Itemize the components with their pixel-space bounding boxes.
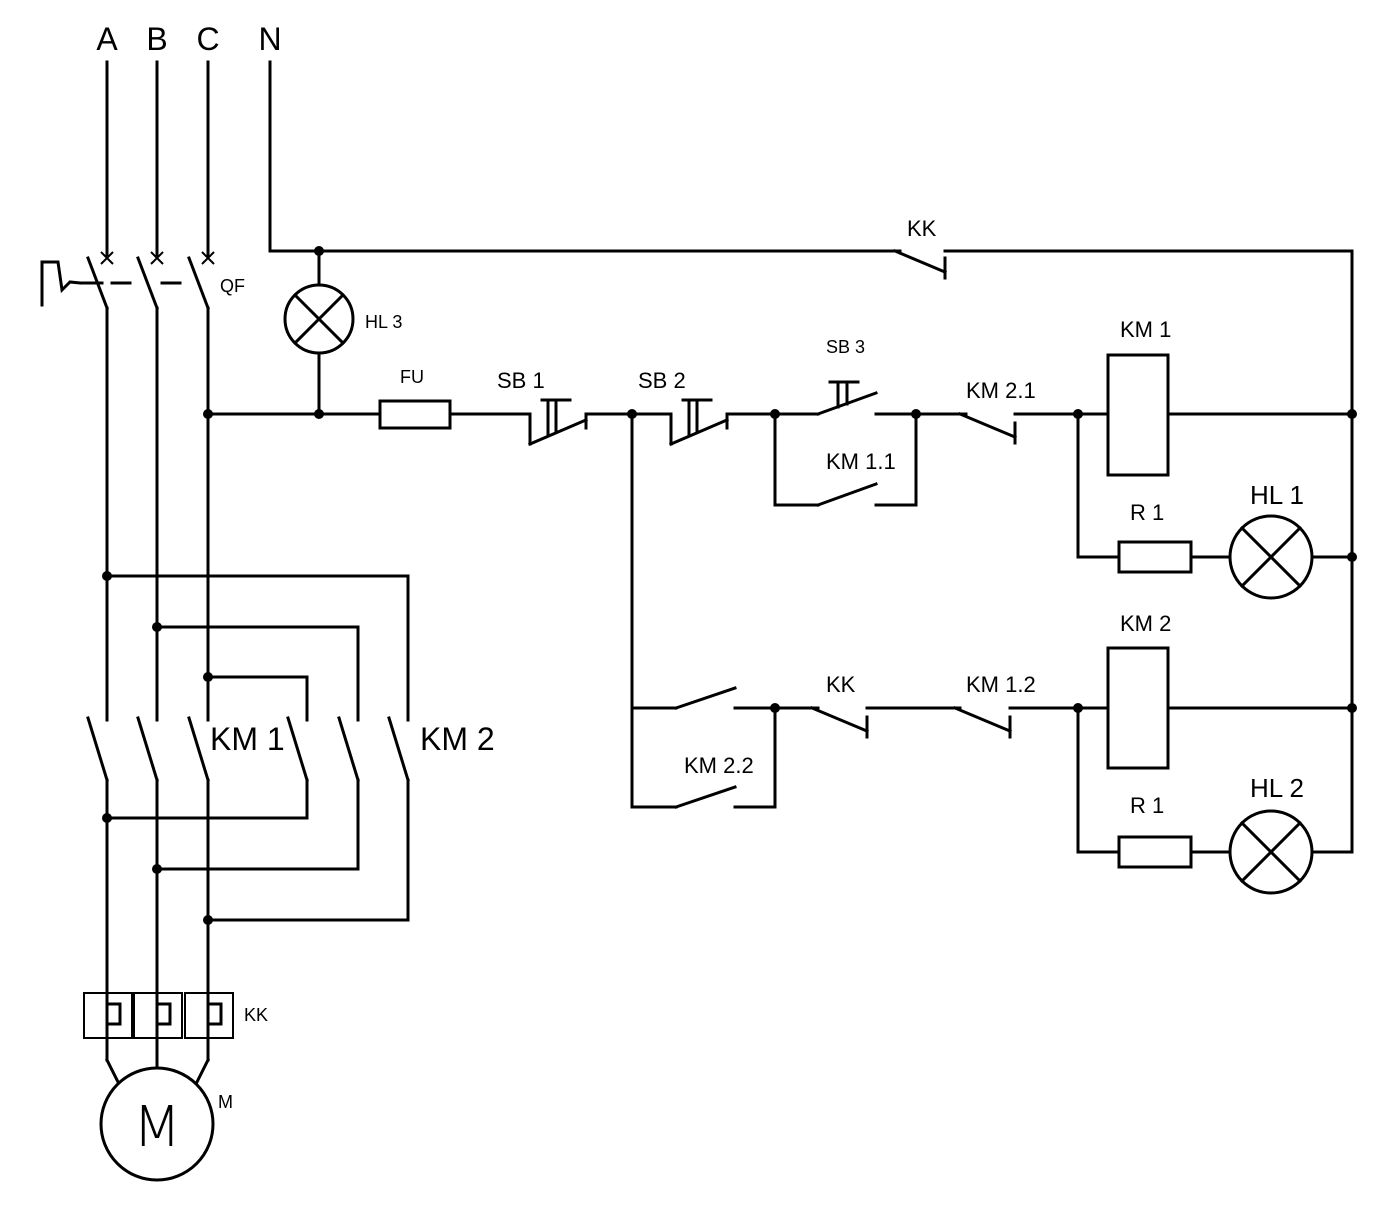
power-contactors [86,571,410,1042]
motor-letter: M [133,1095,181,1160]
thermal-relay-kk [83,991,234,1042]
phase-supply-lines [105,60,902,260]
hl3-label: HL 3 [365,312,402,332]
sb3-label: SB 3 [826,337,865,357]
km12-label: KM 1.2 [966,672,1036,697]
r1-upper-label: R 1 [1130,500,1164,525]
control-rung-lower [630,412,1357,895]
phase-a-label: A [96,21,118,57]
hl2-label: HL 2 [1250,773,1304,803]
km2-coil-label: KM 2 [1120,611,1171,636]
km1-main-label: KM 1 [210,721,285,757]
kk-top-contact [893,249,1354,854]
control-rung-upper [203,353,1357,600]
kk-top-label: KK [907,216,937,241]
phase-c-label: C [196,21,219,57]
r1-lower-label: R 1 [1130,793,1164,818]
km21-label: KM 2.1 [966,378,1036,403]
lamp-hl3 [283,246,355,419]
km1-coil-label: KM 1 [1120,317,1171,342]
km2-main-label: KM 2 [420,721,495,757]
motor [99,1038,215,1182]
phase-b-label: B [146,21,167,57]
sb2-label: SB 2 [638,368,686,393]
motor-label: M [218,1092,233,1112]
kk-thermal-label: KK [244,1005,268,1025]
km11-label: KM 1.1 [826,449,896,474]
phase-n-label: N [258,21,281,57]
hl1-label: HL 1 [1250,480,1304,510]
breaker-qf [40,251,215,722]
kk-mid-label: KK [826,672,856,697]
qf-label: QF [220,276,245,296]
sb1-label: SB 1 [497,368,545,393]
fu-label: FU [400,367,424,387]
km22-label: KM 2.2 [684,753,754,778]
